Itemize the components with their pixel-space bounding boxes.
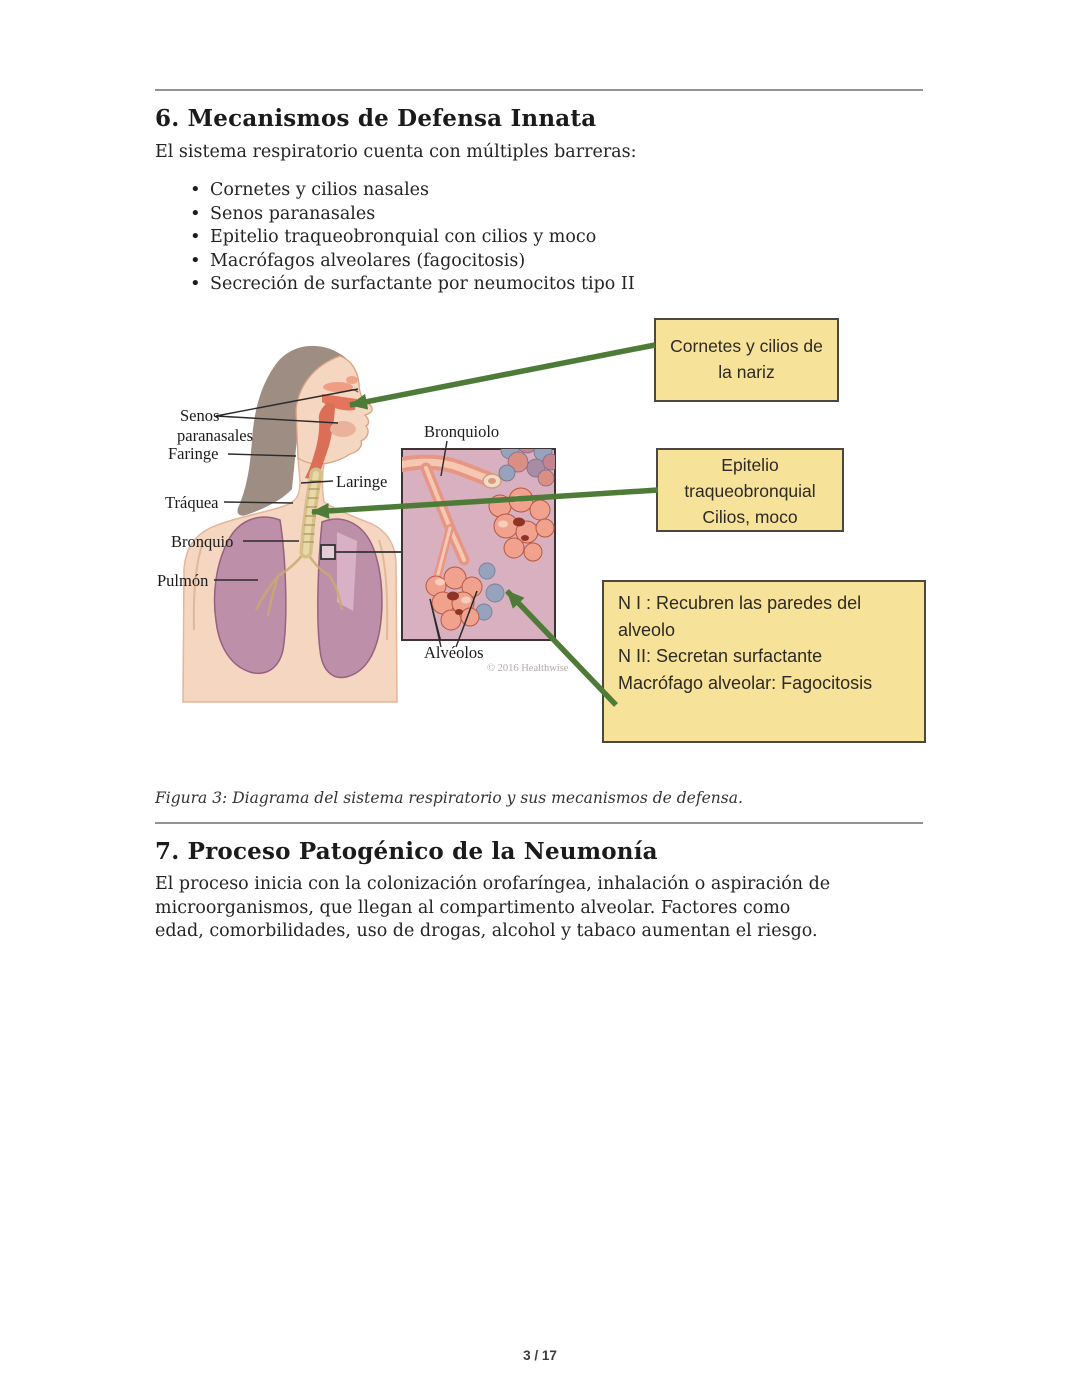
label-bronquiolo: Bronquiolo	[424, 422, 499, 441]
callout-line: Epitelio traqueobronquial	[684, 455, 816, 501]
callout-line: Cilios, moco	[702, 507, 798, 527]
section6-title: 6. Mecanismos de Defensa Innata	[155, 105, 597, 132]
section6-intro: El sistema respiratorio cuenta con múlti…	[155, 142, 637, 162]
bronchial-tree	[254, 549, 344, 617]
label-traquea: Tráquea	[165, 493, 219, 512]
figure-credit: © 2016 Healthwise	[487, 663, 569, 674]
label-laringe: Laringe	[336, 472, 387, 491]
alveoli-cluster-top	[498, 449, 555, 487]
label-faringe: Faringe	[168, 444, 218, 463]
callout-line: Macrófago alveolar: Fagocitosis	[618, 672, 873, 693]
figure-caption: Figura 3: Diagrama del sistema respirato…	[155, 789, 743, 807]
label-alveolos: Alvéolos	[424, 643, 484, 662]
bullet-item: Epitelio traqueobronquial con cilios y m…	[189, 225, 635, 250]
label-senos: Senos	[180, 406, 219, 425]
callout-epitelio: Epitelio traqueobronquial Cilios, moco	[656, 448, 844, 532]
defense-bullet-list: Cornetes y cilios nasales Senos paranasa…	[189, 178, 635, 297]
alveoli-cluster-blue	[475, 562, 505, 621]
section7-title: 7. Proceso Patogénico de la Neumonía	[155, 838, 658, 865]
hair	[237, 345, 346, 516]
callout-cornetes: Cornetes y cilios de la nariz	[654, 318, 839, 402]
respiratory-figure: Senos paranasales Faringe Laringe Tráque…	[0, 310, 1080, 770]
bullet-item: Macrófagos alveolares (fagocitosis)	[189, 249, 635, 274]
label-bronquio: Bronquio	[171, 532, 233, 551]
label-leader-lines	[214, 388, 478, 648]
alveoli-inset	[401, 448, 556, 641]
bullet-item: Senos paranasales	[189, 202, 635, 227]
callout-line: N I : Recubren las paredes del alveolo	[618, 593, 862, 640]
callout-line: N II: Secretan surfactante	[618, 646, 823, 666]
person-illustration	[182, 345, 402, 703]
callout-text: Cornetes y cilios de la nariz	[670, 336, 823, 382]
callout-neumocitos: N I : Recubren las paredes del alveolo N…	[602, 580, 926, 743]
label-paranasales: paranasales	[177, 426, 253, 445]
pharynx	[305, 402, 335, 480]
bullet-item: Cornetes y cilios nasales	[189, 178, 635, 203]
section7-body: El proceso inicia con la colonización or…	[155, 874, 831, 941]
page-number: 3 / 17	[523, 1348, 557, 1363]
label-pulmon: Pulmón	[157, 571, 208, 590]
section-divider	[155, 822, 923, 824]
section-divider	[155, 89, 923, 91]
zoom-region-marker	[320, 544, 336, 560]
bullet-item: Secreción de surfactante por neumocitos …	[189, 272, 635, 297]
